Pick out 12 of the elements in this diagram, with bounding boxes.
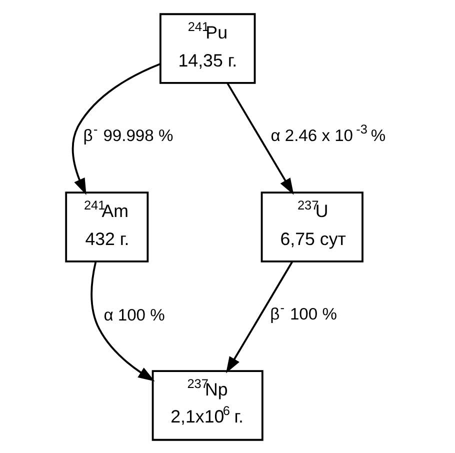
node-box: $^{241}$Pu 14,35 г. [158, 12, 256, 84]
edge-label: α 2.46 x 10$^{-3}$ % [270, 120, 386, 144]
arrow [226, 82, 294, 194]
edge-label: β$^{-}$ 100 % [270, 299, 336, 323]
edge-label: β$^{-}$ 99.998 % [82, 120, 173, 144]
node-box: $^{241}$Am 432 г. [64, 191, 148, 262]
edge-label: α 100 % [103, 305, 164, 324]
arrow [71, 62, 160, 194]
node-box: $^{237}$U 6,75 сут [260, 191, 363, 262]
arrow [90, 261, 154, 381]
arrow [225, 260, 293, 373]
node-box: $^{237}$Np 2,1x10$^{6}$ г. [151, 370, 263, 440]
